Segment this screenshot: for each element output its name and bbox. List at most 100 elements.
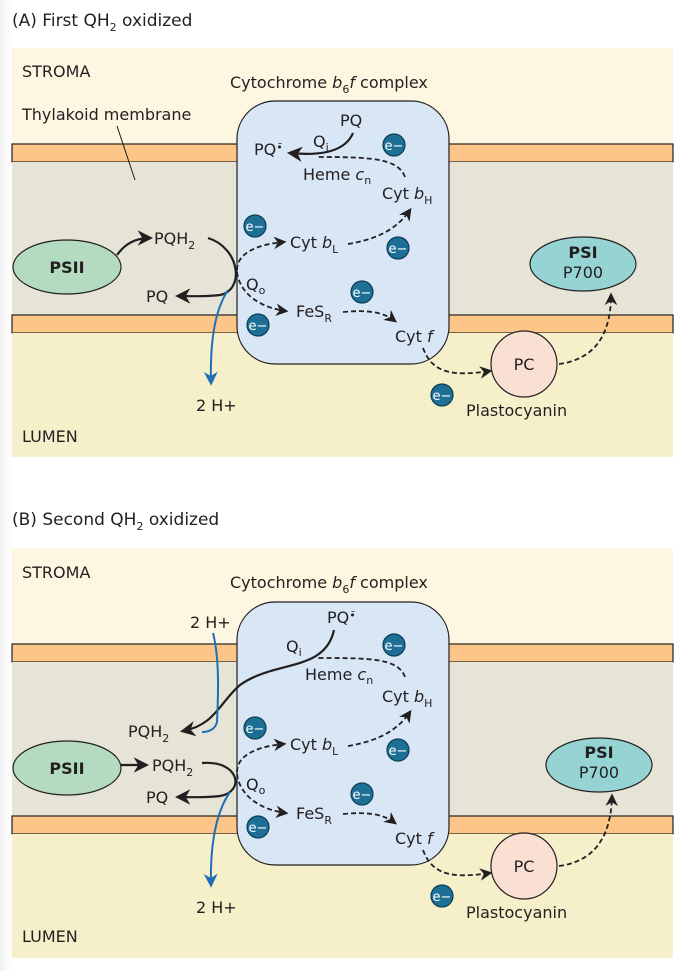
svg-text:e−: e− (389, 744, 408, 759)
electron-icon: e− (382, 633, 406, 657)
svg-text:e−: e− (385, 139, 404, 154)
electron-icon: e− (430, 383, 454, 407)
psii-to-pqh2-arrow (116, 230, 154, 256)
complex-title: Cytochrome b6f complex (230, 73, 428, 96)
cytf-to-pc-arrow (422, 849, 493, 881)
cytochrome-b6f-complex (236, 601, 450, 866)
electron-icon: e− (243, 716, 267, 740)
psi-label: PSI (584, 743, 613, 762)
electron-icon: e− (350, 280, 374, 304)
pqh2-label: PQH2 (152, 756, 193, 779)
cyt-bh-label: Cyt bH (382, 687, 432, 710)
qo-site-label: Qo (246, 275, 266, 297)
fesr-to-cytf-arrow (342, 811, 397, 825)
pqh2-oxidation-arrow (174, 236, 237, 304)
electron-icon: e− (430, 884, 454, 908)
panel-b: (B) Second QH2 oxidized STROMA LUMEN Cyt… (11, 510, 674, 958)
electron-icon: e− (243, 214, 267, 238)
svg-text:e−: e− (353, 788, 372, 803)
cyt-f-label: Cyt f (395, 327, 435, 346)
panel-b-caption: (B) Second QH2 oxidized (12, 510, 219, 533)
membrane-pointer-line (116, 125, 136, 181)
electron-icon: e− (246, 815, 270, 839)
qo-site-label: Qo (246, 775, 266, 797)
psi-complex (545, 737, 653, 793)
pqh2-label: PQH2 (154, 229, 195, 252)
panel-a-caption: (A) First QH2 oxidized (12, 11, 192, 34)
svg-text:e−: e− (249, 319, 268, 334)
plastocyanin-pc (490, 832, 558, 900)
pq-out-label: PQ (146, 287, 168, 306)
cyt-bl-label: Cyt bL (290, 233, 339, 256)
pq-reduction-arrow (286, 132, 355, 162)
pq-semiquinone-label: PQ•̄ (327, 608, 356, 627)
page-edge-shade (0, 0, 12, 971)
fesr-label: FeSR (296, 302, 332, 325)
heme-cn-electron-path (317, 657, 406, 678)
plastocyanin-label: Plastocyanin (466, 401, 567, 420)
pc-to-psi-arrow (558, 292, 618, 365)
psii-complex (12, 239, 122, 295)
stroma-label: STROMA (22, 563, 90, 582)
pqh2-product-label: PQH2 (128, 722, 169, 745)
pq-out-label: PQ (146, 788, 168, 807)
protons-lumen-label: 2 H+ (196, 396, 237, 415)
plastocyanin-label: Plastocyanin (466, 903, 567, 922)
protons-lumen-label: 2 H+ (196, 898, 237, 917)
qo-to-fesr-arrow (236, 271, 289, 316)
svg-text:e−: e− (433, 890, 452, 905)
psi-complex (529, 236, 637, 292)
svg-text:e−: e− (385, 639, 404, 654)
svg-text:e−: e− (353, 286, 372, 301)
electron-icon: e− (386, 738, 410, 762)
plastocyanin-pc (490, 330, 558, 398)
lumen-label: LUMEN (22, 427, 78, 446)
heme-cn-electron-path (317, 156, 406, 178)
cyt-bh-label: Cyt bH (382, 184, 432, 207)
bl-to-bh-arrow (347, 207, 412, 245)
proton-release-arrow (203, 791, 231, 888)
pq-to-pqh2-reduction-arrow (179, 629, 336, 737)
psii-label: PSII (49, 258, 84, 277)
pc-label: PC (514, 355, 535, 374)
psii-label: PSII (49, 759, 84, 778)
lumen-label: LUMEN (22, 927, 78, 946)
p700-label: P700 (563, 263, 603, 282)
bl-to-bh-arrow (347, 709, 412, 747)
qi-site-label: Qi (313, 132, 329, 154)
qo-to-bl-arrow (236, 738, 287, 773)
membrane-label: Thylakoid membrane (21, 105, 191, 124)
panel-a: (A) First QH2 oxidized STROMA Thylakoid … (11, 11, 674, 457)
psi-label: PSI (568, 243, 597, 262)
svg-text:e−: e− (389, 242, 408, 257)
qi-site-label: Qi (286, 637, 302, 659)
electron-icon: e− (246, 313, 270, 337)
pq-top-label: PQ (340, 111, 362, 130)
svg-text:e−: e− (433, 389, 452, 404)
qo-to-bl-arrow (236, 236, 287, 271)
cyt-bl-label: Cyt bL (290, 735, 339, 758)
qo-to-fesr-arrow (236, 773, 289, 818)
cyt-f-label: Cyt f (395, 829, 435, 848)
electron-icon: e− (386, 236, 410, 260)
electron-icon: e− (382, 133, 406, 157)
protons-stroma-label: 2 H+ (190, 613, 231, 632)
pc-label: PC (514, 857, 535, 876)
cytf-to-pc-arrow (422, 347, 493, 379)
electron-icon: e− (350, 782, 374, 806)
pqh2-oxidation-arrow (174, 761, 237, 805)
svg-text:e−: e− (249, 821, 268, 836)
cytochrome-b6f-complex (236, 100, 450, 365)
pc-to-psi-arrow (558, 793, 619, 867)
psii-complex (12, 740, 122, 796)
fesr-label: FeSR (296, 804, 332, 827)
stroma-label: STROMA (22, 62, 90, 81)
fesr-to-cytf-arrow (342, 309, 397, 323)
pq-semiquinone-label: PQ•̄ (254, 140, 283, 159)
proton-uptake-arrow (201, 632, 220, 733)
heme-cn-label: Heme cn (305, 665, 373, 687)
heme-cn-label: Heme cn (303, 165, 371, 187)
svg-text:e−: e− (246, 220, 265, 235)
proton-release-arrow (203, 289, 229, 386)
